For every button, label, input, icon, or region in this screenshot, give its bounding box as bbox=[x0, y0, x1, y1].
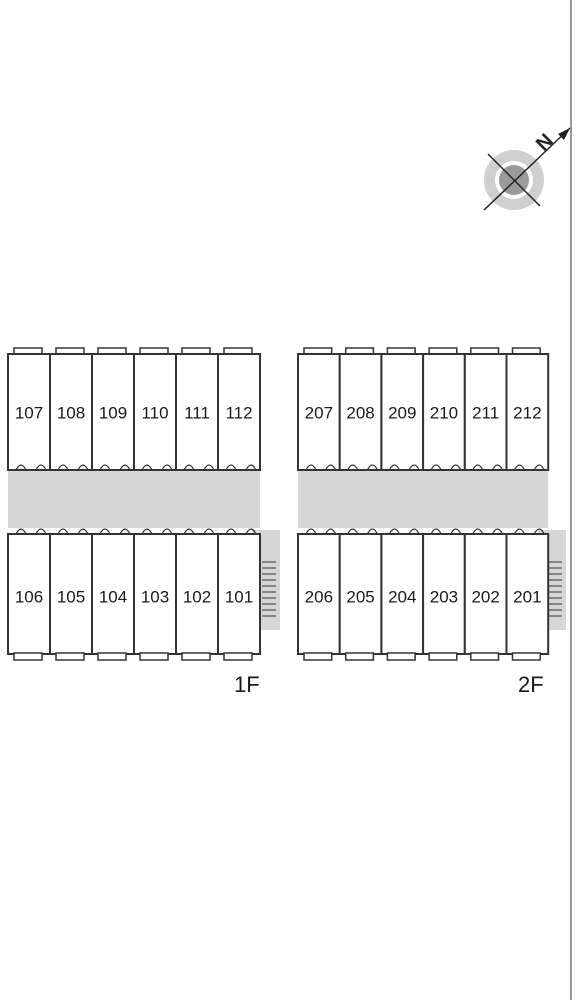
unit-112 bbox=[217, 353, 261, 471]
floor-2f: 207 208 209 210 211 212 206 205 204 203 202 201 2F bbox=[297, 347, 566, 697]
door-swing bbox=[57, 528, 89, 535]
unit-label-201: 201 bbox=[513, 587, 541, 606]
door-swing bbox=[225, 528, 257, 535]
unit-203 bbox=[422, 533, 466, 655]
unit-101 bbox=[217, 533, 261, 655]
door-swing bbox=[388, 528, 420, 535]
door-swing bbox=[15, 528, 47, 535]
door-swing bbox=[430, 464, 462, 471]
balcony bbox=[97, 652, 127, 661]
unit-label-112: 112 bbox=[225, 403, 252, 422]
door-swing bbox=[99, 464, 131, 471]
unit-label-109: 109 bbox=[99, 403, 127, 422]
unit-label-101: 101 bbox=[225, 587, 253, 606]
unit-103 bbox=[133, 533, 177, 655]
unit-label-204: 204 bbox=[388, 587, 416, 606]
door-swing bbox=[183, 464, 215, 471]
balcony bbox=[344, 652, 375, 661]
balcony bbox=[55, 652, 85, 661]
balcony bbox=[223, 652, 253, 661]
unit-label-105: 105 bbox=[57, 587, 85, 606]
balcony bbox=[181, 652, 211, 661]
unit-label-205: 205 bbox=[346, 587, 374, 606]
unit-label-202: 202 bbox=[471, 587, 499, 606]
door-swing bbox=[513, 528, 545, 535]
unit-label-106: 106 bbox=[15, 587, 43, 606]
balcony bbox=[13, 652, 43, 661]
door-swing bbox=[141, 464, 173, 471]
door-swing bbox=[472, 528, 504, 535]
balcony bbox=[428, 652, 458, 661]
page-edge-line bbox=[570, 0, 572, 1000]
balcony bbox=[511, 652, 541, 661]
unit-107 bbox=[7, 353, 51, 471]
floor-1f: 107 108 109 110 111 112 106 105 104 103 102 101 1F bbox=[7, 347, 280, 697]
unit-201 bbox=[505, 533, 550, 655]
unit-label-211: 211 bbox=[472, 403, 499, 422]
unit-label-110: 110 bbox=[141, 403, 168, 422]
door-swing bbox=[305, 528, 337, 535]
unit-label-209: 209 bbox=[388, 403, 416, 422]
walkway bbox=[298, 468, 549, 528]
unit-label-212: 212 bbox=[513, 403, 541, 422]
door-swing bbox=[513, 464, 545, 471]
door-swing bbox=[388, 464, 420, 471]
unit-label-111: 111 bbox=[184, 403, 210, 422]
door-swing bbox=[305, 464, 337, 471]
unit-label-208: 208 bbox=[346, 403, 374, 422]
door-swing bbox=[183, 528, 215, 535]
unit-212 bbox=[505, 353, 550, 471]
unit-label-203: 203 bbox=[430, 587, 458, 606]
door-swing bbox=[141, 528, 173, 535]
unit-106 bbox=[7, 533, 51, 655]
unit-209 bbox=[380, 353, 425, 471]
balcony bbox=[139, 652, 169, 661]
door-swing bbox=[347, 528, 378, 535]
door-swing bbox=[57, 464, 89, 471]
compass-label: N bbox=[532, 130, 558, 156]
north-arrow-icon: N bbox=[483, 127, 571, 211]
unit-label-207: 207 bbox=[305, 403, 333, 422]
unit-label-108: 108 bbox=[57, 403, 85, 422]
door-swing bbox=[99, 528, 131, 535]
unit-111 bbox=[175, 353, 219, 471]
walkway-connector bbox=[463, 488, 494, 528]
door-swing bbox=[430, 528, 462, 535]
floor-label-2f: 2F bbox=[518, 672, 544, 697]
unit-108 bbox=[49, 353, 93, 471]
unit-label-107: 107 bbox=[15, 403, 43, 422]
balcony bbox=[386, 652, 416, 661]
door-swing bbox=[15, 464, 47, 471]
unit-102 bbox=[175, 533, 219, 655]
door-swing bbox=[347, 464, 378, 471]
unit-109 bbox=[91, 353, 135, 471]
unit-label-210: 210 bbox=[430, 403, 458, 422]
unit-202 bbox=[463, 533, 508, 655]
unit-label-103: 103 bbox=[141, 587, 169, 606]
floor-label-1f: 1F bbox=[234, 672, 260, 697]
walkway-connector bbox=[174, 488, 205, 528]
floor-plan: 107 108 109 110 111 112 106 105 104 103 102 101 1F 2… bbox=[7, 347, 566, 697]
unit-206 bbox=[297, 533, 341, 655]
door-swing bbox=[225, 464, 257, 471]
unit-label-206: 206 bbox=[305, 587, 333, 606]
walkway bbox=[8, 468, 260, 528]
balcony bbox=[303, 652, 333, 661]
unit-label-102: 102 bbox=[183, 587, 211, 606]
unit-207 bbox=[297, 353, 341, 471]
door-swing bbox=[472, 464, 504, 471]
unit-105 bbox=[49, 533, 93, 655]
unit-208 bbox=[338, 353, 383, 471]
balcony bbox=[470, 652, 500, 661]
unit-label-104: 104 bbox=[99, 587, 127, 606]
